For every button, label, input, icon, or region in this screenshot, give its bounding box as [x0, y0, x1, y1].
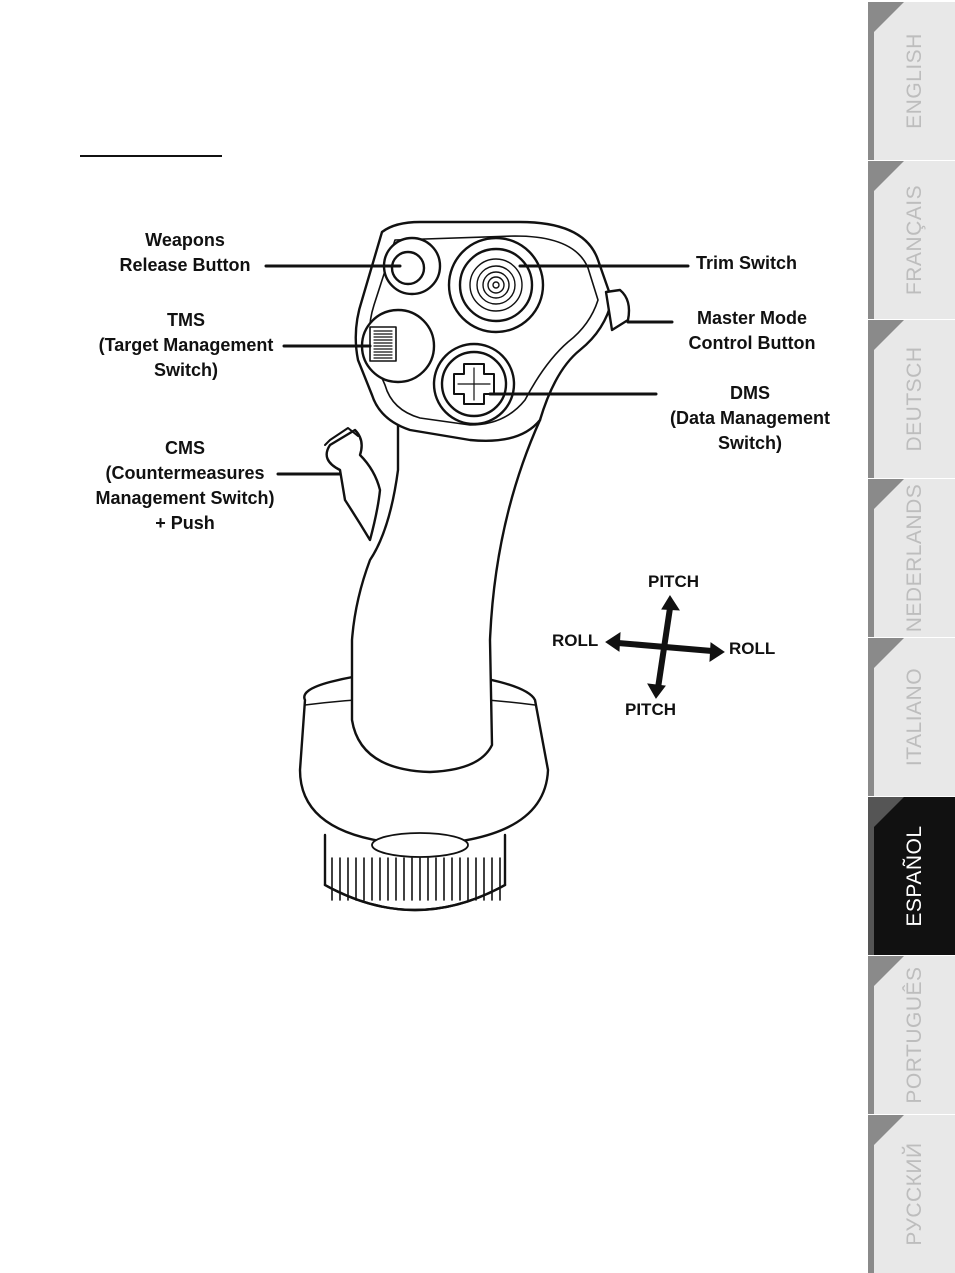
language-tab-6[interactable]: ESPAÑOL — [868, 797, 955, 955]
language-tab-label: NEDERLANDS — [902, 483, 926, 633]
trim-switch-label: Trim Switch — [696, 253, 798, 273]
language-tab-label: PORTUGUÊS — [902, 966, 926, 1104]
tms-label: TMS (Target Management Switch) — [98, 310, 274, 380]
base-ring — [323, 833, 507, 912]
master-mode-label: Master Mode Control Button — [688, 308, 816, 353]
roll-right-label: ROLL — [729, 639, 776, 658]
language-tab-7[interactable]: PORTUGUÊS — [868, 956, 955, 1114]
master-mode-shape — [604, 288, 631, 332]
roll-left-label: ROLL — [552, 631, 599, 650]
pitch-roll-cross — [605, 595, 725, 699]
language-tab-4[interactable]: NEDERLANDS — [868, 479, 955, 637]
language-tab-1[interactable]: ENGLISH — [868, 2, 955, 160]
leader-lines — [264, 264, 690, 476]
language-tab-2[interactable]: FRANÇAIS — [868, 161, 955, 319]
dms-label: DMS (Data Management Switch) — [669, 383, 831, 453]
language-tab-label: ESPAÑOL — [902, 825, 926, 927]
grip-trigger — [325, 428, 382, 542]
trim-switch-shape — [447, 236, 545, 334]
language-tab-label: ENGLISH — [902, 33, 926, 129]
language-tab-8[interactable]: РУССКИЙ — [868, 1115, 955, 1273]
language-tab-label: FRANÇAIS — [902, 184, 926, 296]
pitch-bottom-label: PITCH — [625, 700, 676, 719]
weapons-release-label: Weapons Release Button — [119, 230, 251, 275]
language-tab-5[interactable]: ITALIANO — [868, 638, 955, 796]
language-tabs: ENGLISH FRANÇAIS DEUTSCH NEDERLANDS ITALIANO… — [868, 0, 955, 1273]
heading-underline — [80, 155, 222, 157]
language-tab-label: ITALIANO — [902, 667, 926, 767]
grip-shaft — [350, 418, 542, 774]
language-tab-label: DEUTSCH — [902, 346, 926, 452]
pitch-top-label: PITCH — [648, 572, 699, 591]
language-tab-label: РУССКИЙ — [902, 1142, 926, 1246]
language-tab-3[interactable]: DEUTSCH — [868, 320, 955, 478]
cms-label: CMS (Countermeasures Management Switch) … — [95, 438, 275, 533]
